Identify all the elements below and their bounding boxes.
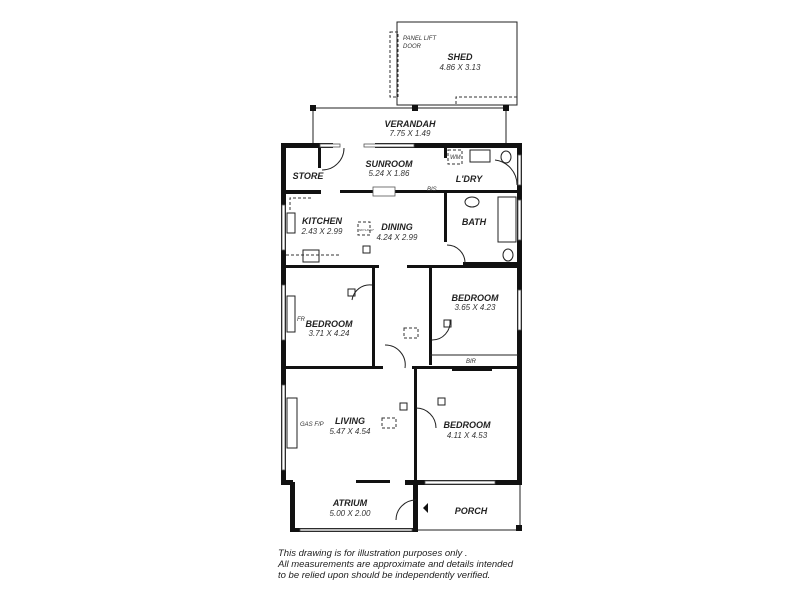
disclaimer-line: This drawing is for illustration purpose… <box>278 548 468 559</box>
bis-label: BIS <box>427 187 437 193</box>
verandah: VERANDAH 7.75 X 1.49 <box>310 105 509 145</box>
room-label-kitchen: KITCHEN <box>302 216 342 226</box>
room-size-shed: 4.86 X 3.13 <box>440 63 481 72</box>
room-label-bath: BATH <box>462 217 487 227</box>
exterior-walls <box>281 143 522 532</box>
skylight-label: SKYLIGHT <box>359 228 375 232</box>
room-labels: STORE SUNROOM 5.24 X 1.86 L'DRY BIS KITC… <box>293 159 499 518</box>
room-size-bedroom-3: 4.11 X 4.53 <box>447 431 488 440</box>
gas-fireplace-label: GAS F/P <box>300 422 324 428</box>
room-label-verandah: VERANDAH <box>384 119 436 129</box>
room-size-atrium: 5.00 X 2.00 <box>330 509 371 518</box>
room-label-store: STORE <box>293 171 325 181</box>
room-label-shed: SHED <box>447 52 473 62</box>
room-size-living: 5.47 X 4.54 <box>330 427 371 436</box>
room-size-sunroom: 5.24 X 1.86 <box>369 169 410 178</box>
room-label-laundry: L'DRY <box>456 174 483 184</box>
fixtures: WM SKYLIGHT <box>286 147 518 521</box>
disclaimer-line: All measurements are approximate and det… <box>277 559 514 570</box>
room-size-bedroom-2: 3.65 X 4.23 <box>455 303 496 312</box>
room-size-verandah: 7.75 X 1.49 <box>390 129 431 138</box>
panel-lift-door-label: PANEL LIFT <box>403 36 437 42</box>
entry-arrow-icon <box>423 503 428 513</box>
post <box>503 105 509 111</box>
room-label-dining: DINING <box>381 222 413 232</box>
room-label-living: LIVING <box>335 416 365 426</box>
washing-machine-label: WM <box>450 155 461 161</box>
interior-walls <box>283 148 522 486</box>
room-label-bedroom-3: BEDROOM <box>444 420 492 430</box>
disclaimer: This drawing is for illustration purpose… <box>277 548 514 581</box>
fireplace-label: FR <box>297 317 306 323</box>
room-size-bedroom-1: 3.71 X 4.24 <box>309 329 350 338</box>
room-label-porch: PORCH <box>455 506 488 516</box>
disclaimer-line: to be relied upon should be independentl… <box>278 570 490 581</box>
panel-lift-door-label-2: DOOR <box>403 44 422 50</box>
room-label-bedroom-1: BEDROOM <box>306 319 354 329</box>
bir-label: BIR <box>466 359 477 365</box>
room-label-sunroom: SUNROOM <box>366 159 414 169</box>
room-size-dining: 4.24 X 2.99 <box>377 233 418 242</box>
room-label-bedroom-2: BEDROOM <box>452 293 500 303</box>
shed: PANEL LIFT DOOR SHED 4.86 X 3.13 <box>389 21 518 106</box>
room-label-atrium: ATRIUM <box>332 498 368 508</box>
post <box>310 105 316 111</box>
post <box>412 105 418 111</box>
room-size-kitchen: 2.43 X 2.99 <box>301 227 343 236</box>
